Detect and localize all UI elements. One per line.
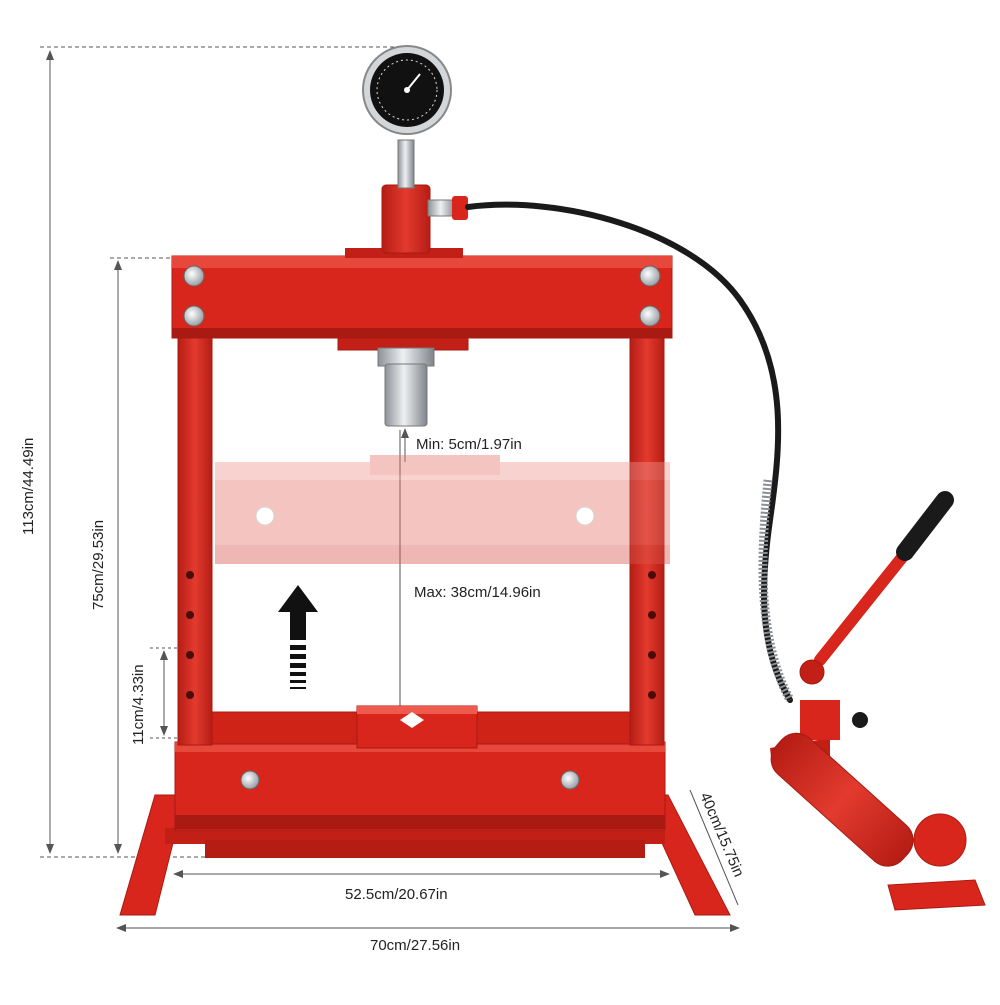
min-gap-label: Min: 5cm/1.97in: [416, 436, 522, 453]
frame-columns: [177, 334, 665, 746]
total-height-label: 113cm/44.49in: [20, 437, 37, 535]
pressure-gauge-icon: [362, 45, 452, 135]
frame-height-label: 75cm/29.53in: [90, 519, 107, 610]
top-beam: [171, 255, 673, 351]
hose-spring: [758, 479, 794, 703]
ghost-middle-bed: [215, 455, 670, 564]
inner-width-label: 52.5cm/20.67in: [345, 886, 448, 903]
outer-width-label: 70cm/27.56in: [370, 937, 461, 954]
top-cylinder: [345, 139, 468, 258]
press-plate: [356, 705, 478, 749]
step-label: 11cm/4.33in: [130, 664, 147, 745]
max-gap-label: Max: 38cm/14.96in: [414, 584, 541, 601]
hydraulic-ram: [377, 347, 435, 427]
hand-pump: [770, 491, 986, 911]
up-arrow-icon: [278, 585, 318, 689]
